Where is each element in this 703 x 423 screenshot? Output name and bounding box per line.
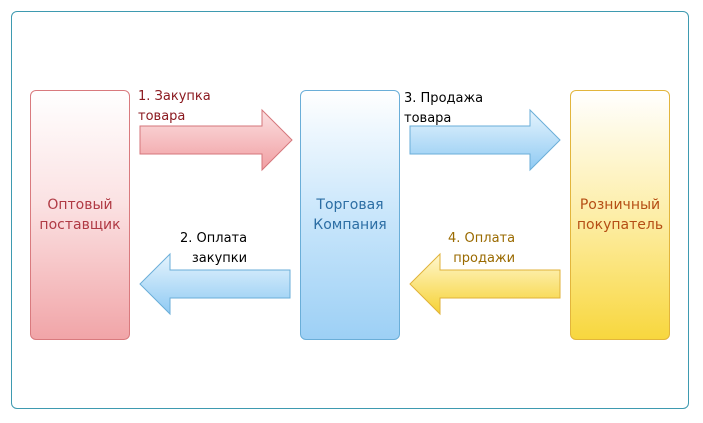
arrow-purchase [139,108,293,172]
step-2-label: 2. Оплата закупки [180,231,248,266]
retail-buyer-box: Розничный покупатель [570,90,670,340]
arrow-payment-purchase [139,252,291,316]
retail-buyer-label: Розничный покупатель [576,197,664,233]
step-4-label: 4. Оплата продажи [448,231,516,266]
wholesale-supplier-box: Оптовый поставщик [30,90,130,340]
step-3-label: 3. Продажа товара [404,91,484,126]
step-1-label: 1. Закупка товара [138,89,211,124]
trading-company-label: Торговая Компания [313,197,387,233]
arrow-payment-sale [409,252,561,316]
trading-company-box: Торговая Компания [300,90,400,340]
wholesale-supplier-label: Оптовый поставщик [39,197,121,233]
arrow-sale [409,108,561,172]
diagram-frame [11,11,689,409]
